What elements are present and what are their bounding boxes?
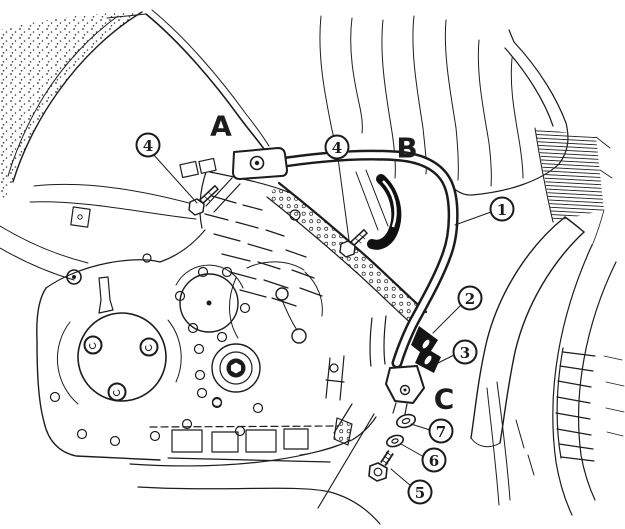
washer-7-part	[395, 413, 417, 429]
callout-5-number: 5	[415, 484, 425, 502]
front-fender	[470, 216, 585, 448]
engine-bottom-tabs	[149, 425, 339, 463]
frame-tab	[70, 206, 91, 228]
mount-label-b: B	[396, 132, 417, 165]
leader-1	[454, 211, 492, 226]
wheel-spokes	[555, 347, 625, 462]
washer-6-part	[385, 434, 405, 448]
lower-bracket	[411, 326, 441, 373]
mount-label-c: C	[434, 383, 455, 416]
callout-2: 2	[457, 285, 483, 311]
callout-7-number: 7	[436, 423, 446, 441]
engine	[36, 157, 428, 525]
callout-4b-number: 4	[332, 139, 342, 157]
alternator-cover	[56, 312, 182, 405]
callout-3-number: 3	[460, 344, 470, 362]
callout-6: 6	[421, 447, 447, 473]
leader-4a	[152, 153, 198, 204]
shift-shaft	[98, 276, 114, 314]
footpeg-bracket	[325, 315, 387, 446]
bar-end-plate	[385, 365, 425, 415]
bolt-5-part	[368, 450, 394, 482]
mount-plate-a	[205, 147, 288, 213]
callouts: 1 2 3 4 4 5 6 7	[135, 132, 515, 505]
callout-4-left: 4	[135, 132, 161, 158]
mount-point-labels: A B C	[210, 110, 454, 416]
leader-6	[400, 443, 425, 458]
radiator-hatch	[534, 127, 613, 247]
fork-leg	[486, 381, 535, 506]
gear-cover	[193, 343, 261, 408]
callout-4-right: 4	[324, 134, 350, 160]
lower-frame-lines	[129, 403, 381, 525]
case-bolts	[49, 391, 264, 447]
mount-label-a: A	[210, 110, 232, 143]
engine-guard-bar	[205, 147, 459, 482]
bolt-4b-part	[339, 228, 369, 258]
callout-7: 7	[428, 418, 454, 444]
leader-5	[390, 468, 412, 487]
leader-7	[410, 423, 431, 431]
leader-lines	[152, 153, 492, 487]
front-wheel	[486, 244, 625, 516]
callout-1-number: 1	[497, 201, 507, 219]
callout-2-number: 2	[465, 290, 475, 308]
bolt-4a-part	[188, 184, 220, 216]
leader-2	[432, 304, 462, 334]
leader-4b	[337, 157, 350, 241]
callout-4a-number: 4	[143, 137, 153, 155]
callout-6-number: 6	[429, 452, 439, 470]
callout-1: 1	[489, 196, 515, 222]
pump-cover	[174, 264, 251, 343]
callout-3: 3	[452, 339, 478, 365]
bar-gusset	[367, 174, 402, 250]
leader-3	[435, 354, 455, 365]
seat-panel	[0, 9, 270, 281]
callout-5: 5	[407, 479, 433, 505]
